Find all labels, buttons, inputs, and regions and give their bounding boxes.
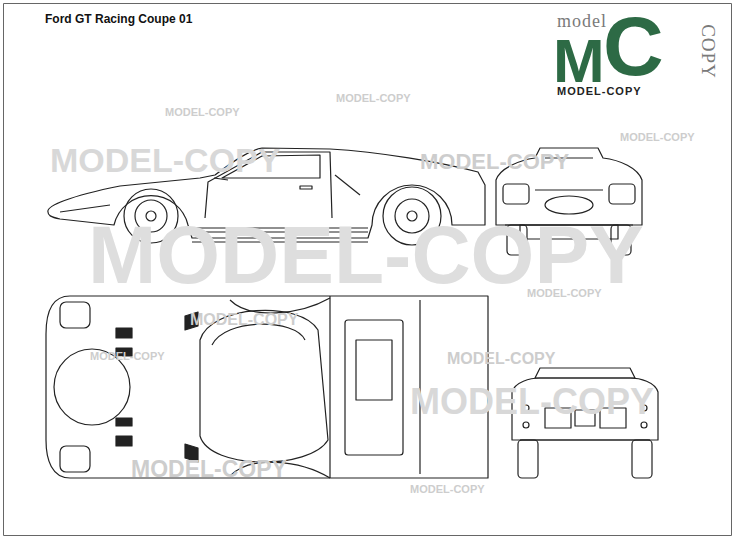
logo-vertical: COPY [699,24,718,79]
watermark: MODEL-COPY [420,151,569,173]
watermark: MODEL-COPY [131,458,287,481]
watermark: MODEL-COPY [527,288,602,299]
watermark: MODEL-COPY [336,93,411,104]
watermark: MODEL-COPY [410,484,485,495]
watermark: MODEL-COPY [50,143,280,177]
logo-letter: C [603,4,664,88]
watermark: MODEL-COPY [410,384,654,420]
logo-wordmark: MODEL-COPY [557,86,642,97]
watermark: MODEL-COPY [620,132,695,143]
watermark: MODEL-COPY [88,214,644,296]
watermark: MODEL-COPY [90,351,165,362]
logo-letter: M [553,30,605,92]
watermark: MODEL-COPY [447,351,555,367]
title: Ford GT Racing Coupe 01 [45,13,192,25]
watermark: MODEL-COPY [165,107,240,118]
logo-word: model [557,12,607,30]
watermark: MODEL-COPY [190,312,298,328]
